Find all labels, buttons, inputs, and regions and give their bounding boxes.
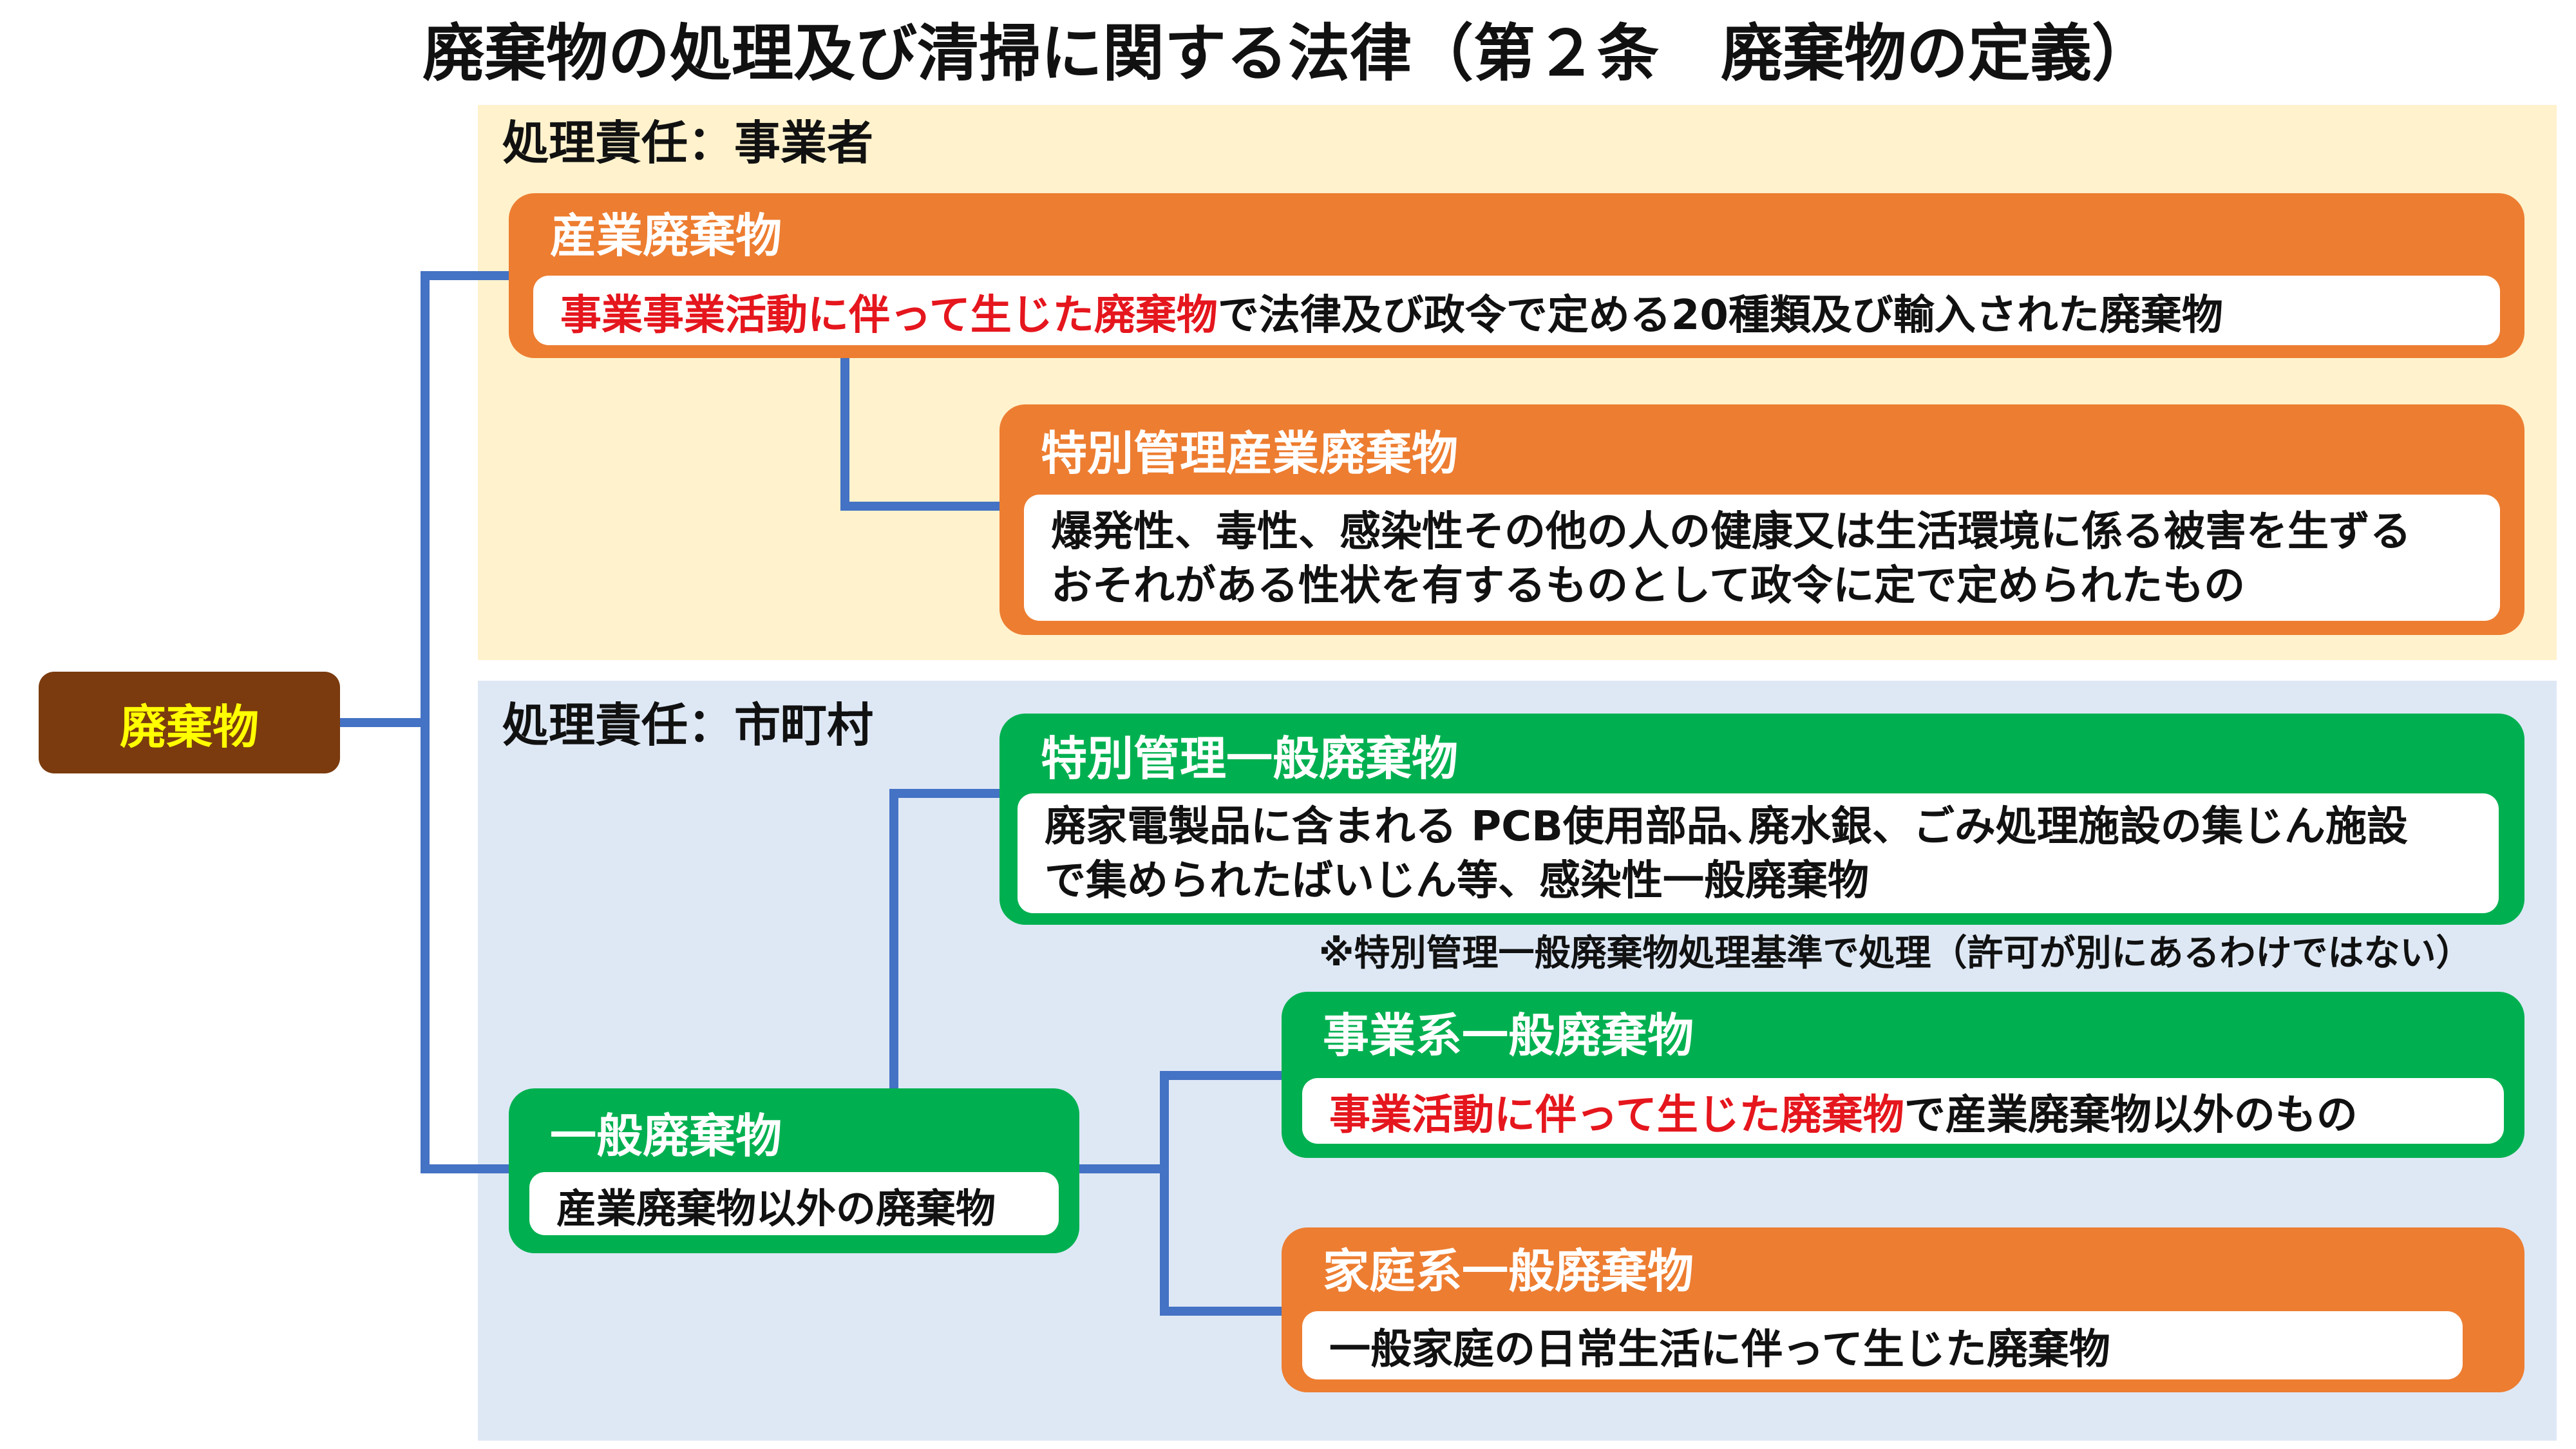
business-general-waste-box: 事業系一般廃棄物 事業活動に伴って生じた廃棄物で産業廃棄物以外のもの [1282, 992, 2524, 1158]
special-general-waste-box: 特別管理一般廃棄物 廃家電製品に含まれる PCB使用部品､廃水銀、ごみ処理施設の… [999, 714, 2524, 925]
description-text: で法律及び政令で定める20種類及び輸入された廃棄物 [1217, 292, 2223, 339]
description-line: 爆発性、毒性、感染性その他の人の健康又は生活環境に係る被害を生ずる [1051, 505, 2473, 559]
description-line: 産業廃棄物以外の廃棄物 [556, 1176, 1032, 1234]
business-general-waste-description: 事業活動に伴って生じた廃棄物で産業廃棄物以外のもの [1302, 1078, 2504, 1144]
description-line: 廃家電製品に含まれる PCB使用部品､廃水銀、ごみ処理施設の集じん施設 [1045, 800, 2472, 854]
industrial-to-special-connector [840, 356, 1004, 511]
root-waste-label: 廃棄物 [119, 699, 259, 754]
description-text: 産業廃棄物以外の廃棄物 [556, 1185, 996, 1232]
household-general-waste-title: 家庭系一般廃棄物 [1323, 1244, 1694, 1298]
root-waste-node: 廃棄物 [39, 672, 340, 773]
root-to-industrial-connector [336, 271, 513, 1173]
description-text: 廃家電製品に含まれる PCB使用部品､廃水銀、ごみ処理施設の集じん施設 [1045, 803, 2408, 851]
region-business-label: 処理責任：事業者 [502, 116, 874, 170]
general-waste-title: 一般廃棄物 [550, 1109, 782, 1163]
business-general-waste-title: 事業系一般廃棄物 [1323, 1009, 1694, 1063]
description-line: おそれがある性状を有するものとして政令に定で定められたもの [1051, 559, 2473, 613]
special-general-waste-title: 特別管理一般廃棄物 [1041, 732, 1459, 786]
industrial-waste-box: 産業廃棄物 事業事業活動に伴って生じた廃棄物で法律及び政令で定める20種類及び輸… [509, 193, 2524, 358]
description-line: で集められたばいじん等、感染性一般廃棄物 [1045, 854, 2472, 908]
general-waste-description: 産業廃棄物以外の廃棄物 [529, 1172, 1059, 1235]
description-line: 事業活動に伴って生じた廃棄物で産業廃棄物以外のもの [1329, 1082, 2477, 1141]
household-general-waste-box: 家庭系一般廃棄物 一般家庭の日常生活に伴って生じた廃棄物 [1282, 1227, 2524, 1392]
special-industrial-waste-box: 特別管理産業廃棄物 爆発性、毒性、感染性その他の人の健康又は生活環境に係る被害を… [999, 404, 2524, 635]
description-line: 事業事業活動に伴って生じた廃棄物で法律及び政令で定める20種類及び輸入された廃棄… [560, 282, 2473, 341]
general-to-special-connector [889, 789, 1004, 1094]
diagram-title: 廃棄物の処理及び清掃に関する法律（第２条 廃棄物の定義） [422, 17, 2154, 90]
description-text: 爆発性、毒性、感染性その他の人の健康又は生活環境に係る被害を生ずる [1051, 508, 2411, 556]
industrial-waste-description: 事業事業活動に伴って生じた廃棄物で法律及び政令で定める20種類及び輸入された廃棄… [533, 276, 2500, 345]
special-industrial-waste-title: 特別管理産業廃棄物 [1041, 426, 1459, 480]
highlighted-text: 事業活動に伴って生じた廃棄物 [1329, 1092, 1904, 1139]
description-text: おそれがある性状を有するものとして政令に定で定められたもの [1051, 562, 2246, 610]
special-general-waste-description: 廃家電製品に含まれる PCB使用部品､廃水銀、ごみ処理施設の集じん施設で集められ… [1018, 793, 2499, 913]
description-line: 一般家庭の日常生活に伴って生じた廃棄物 [1329, 1316, 2436, 1376]
special-industrial-waste-description: 爆発性、毒性、感染性その他の人の健康又は生活環境に係る被害を生ずるおそれがある性… [1024, 495, 2500, 621]
general-waste-box: 一般廃棄物 産業廃棄物以外の廃棄物 [509, 1088, 1079, 1253]
description-text: で産業廃棄物以外のもの [1904, 1092, 2358, 1139]
household-general-waste-description: 一般家庭の日常生活に伴って生じた廃棄物 [1302, 1311, 2463, 1379]
description-text: で集められたばいじん等、感染性一般廃棄物 [1045, 857, 1869, 905]
region-municipal-label: 処理責任：市町村 [502, 698, 874, 752]
special-general-note: ※特別管理一般廃棄物処理基準で処理（許可が別にあるわけではない） [1319, 933, 2472, 974]
industrial-waste-title: 産業廃棄物 [550, 209, 782, 263]
description-text: 一般家庭の日常生活に伴って生じた廃棄物 [1329, 1326, 2110, 1374]
highlighted-text: 事業事業活動に伴って生じた廃棄物 [560, 292, 1218, 339]
general-to-subtypes-connector [1075, 1071, 1286, 1316]
